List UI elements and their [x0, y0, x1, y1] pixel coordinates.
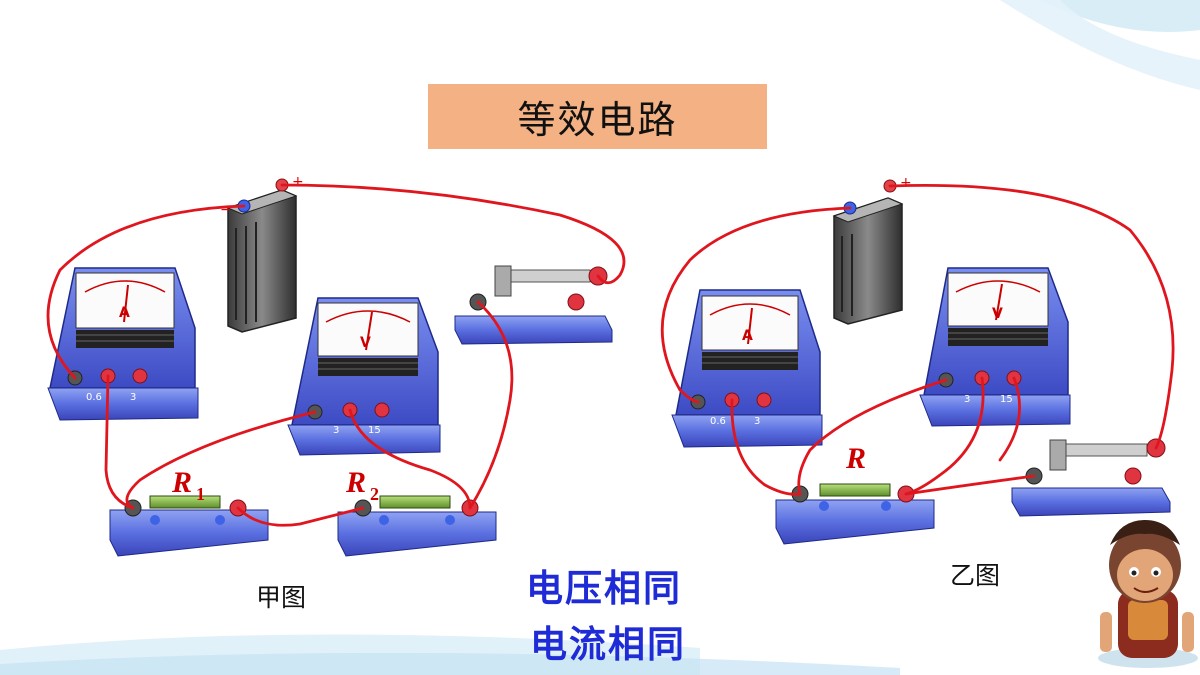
svg-text:+: +	[900, 175, 912, 191]
svg-text:A: A	[119, 305, 130, 321]
svg-text:0.6: 0.6	[710, 416, 726, 427]
battery-right: − +	[826, 175, 912, 325]
conclusion-line-1: 电压相同	[526, 567, 682, 610]
resistor-r: R	[775, 442, 935, 545]
page-title: 等效电路	[517, 98, 678, 142]
svg-text:+: +	[292, 174, 304, 190]
caption-left: 甲图	[256, 583, 307, 612]
wires-left	[46, 183, 626, 527]
circuit-right: − + A 0.6 3	[660, 175, 1175, 545]
svg-text:V: V	[360, 335, 371, 351]
svg-text:3: 3	[754, 416, 760, 427]
voltmeter-left: V 3 15	[287, 297, 441, 456]
svg-text:1: 1	[196, 484, 205, 504]
svg-text:3: 3	[333, 425, 339, 436]
svg-text:R: R	[845, 442, 866, 475]
cartoon-character-image	[1098, 520, 1198, 668]
svg-text:15: 15	[368, 425, 381, 436]
svg-text:−: −	[220, 202, 232, 218]
voltmeter-right: V 3 15	[919, 267, 1071, 427]
svg-text:0.6: 0.6	[86, 392, 102, 403]
circuit-left: − + A 0.6 3	[46, 174, 626, 557]
svg-text:A: A	[742, 328, 753, 344]
svg-text:3: 3	[130, 392, 136, 403]
svg-text:15: 15	[1000, 394, 1013, 405]
switch-right	[1011, 438, 1171, 517]
svg-text:R: R	[345, 466, 366, 499]
caption-right: 乙图	[950, 561, 1001, 590]
resistor-r2: R 2	[337, 466, 497, 557]
svg-text:R: R	[171, 466, 192, 499]
conclusion-line-2: 电流相同	[530, 623, 686, 666]
svg-text:3: 3	[964, 394, 970, 405]
wires-right	[660, 183, 1175, 496]
ammeter-right: A 0.6 3	[671, 289, 823, 448]
switch-left	[454, 265, 613, 345]
battery-left: − +	[220, 174, 304, 333]
title-box: 等效电路	[428, 84, 767, 149]
resistor-r1: R 1	[109, 466, 269, 557]
svg-text:V: V	[992, 306, 1003, 322]
svg-text:2: 2	[370, 484, 379, 504]
ammeter-left: A 0.6 3	[47, 267, 199, 421]
